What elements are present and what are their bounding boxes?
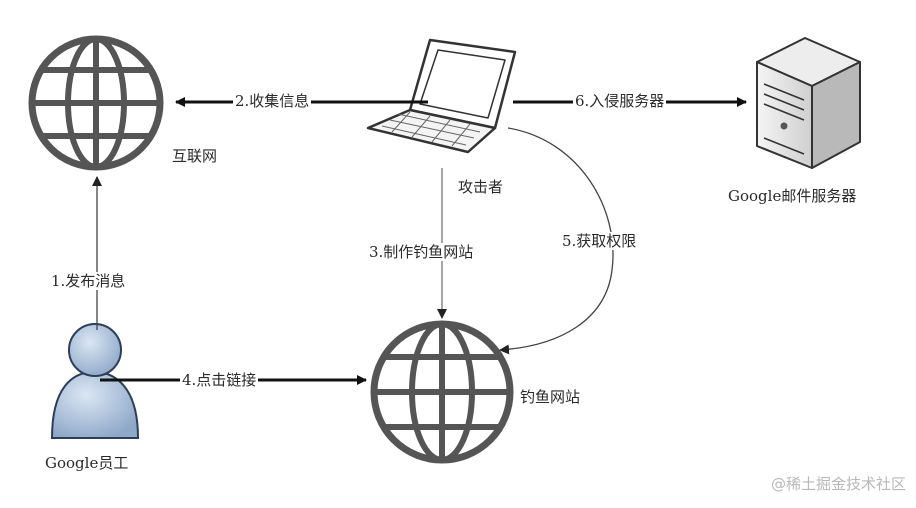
edge-6-label: 6.入侵服务器 [573, 92, 667, 110]
mail-server-label: Google邮件服务器 [728, 187, 857, 205]
internet-globe-icon [28, 35, 164, 171]
watermark: @稀土掘金技术社区 [770, 475, 906, 493]
phishing-site-globe-icon [370, 320, 514, 464]
edge-4-label: 4.点击链接 [180, 371, 259, 389]
edge-3-label: 3.制作钓鱼网站 [367, 243, 476, 261]
internet-label: 互联网 [172, 147, 218, 165]
mail-server-icon [756, 37, 861, 169]
employee-person-icon [50, 323, 140, 439]
attacker-label: 攻击者 [458, 178, 504, 196]
attacker-laptop-icon [366, 38, 517, 154]
edge-2-label: 2.收集信息 [233, 92, 312, 110]
employee-label: Google员工 [45, 454, 129, 472]
edge-1-label: 1.发布消息 [49, 272, 128, 290]
phishing-site-label: 钓鱼网站 [520, 388, 581, 406]
edge-5-label: 5.获取权限 [560, 232, 639, 250]
edge-5-arrow [499, 127, 614, 355]
